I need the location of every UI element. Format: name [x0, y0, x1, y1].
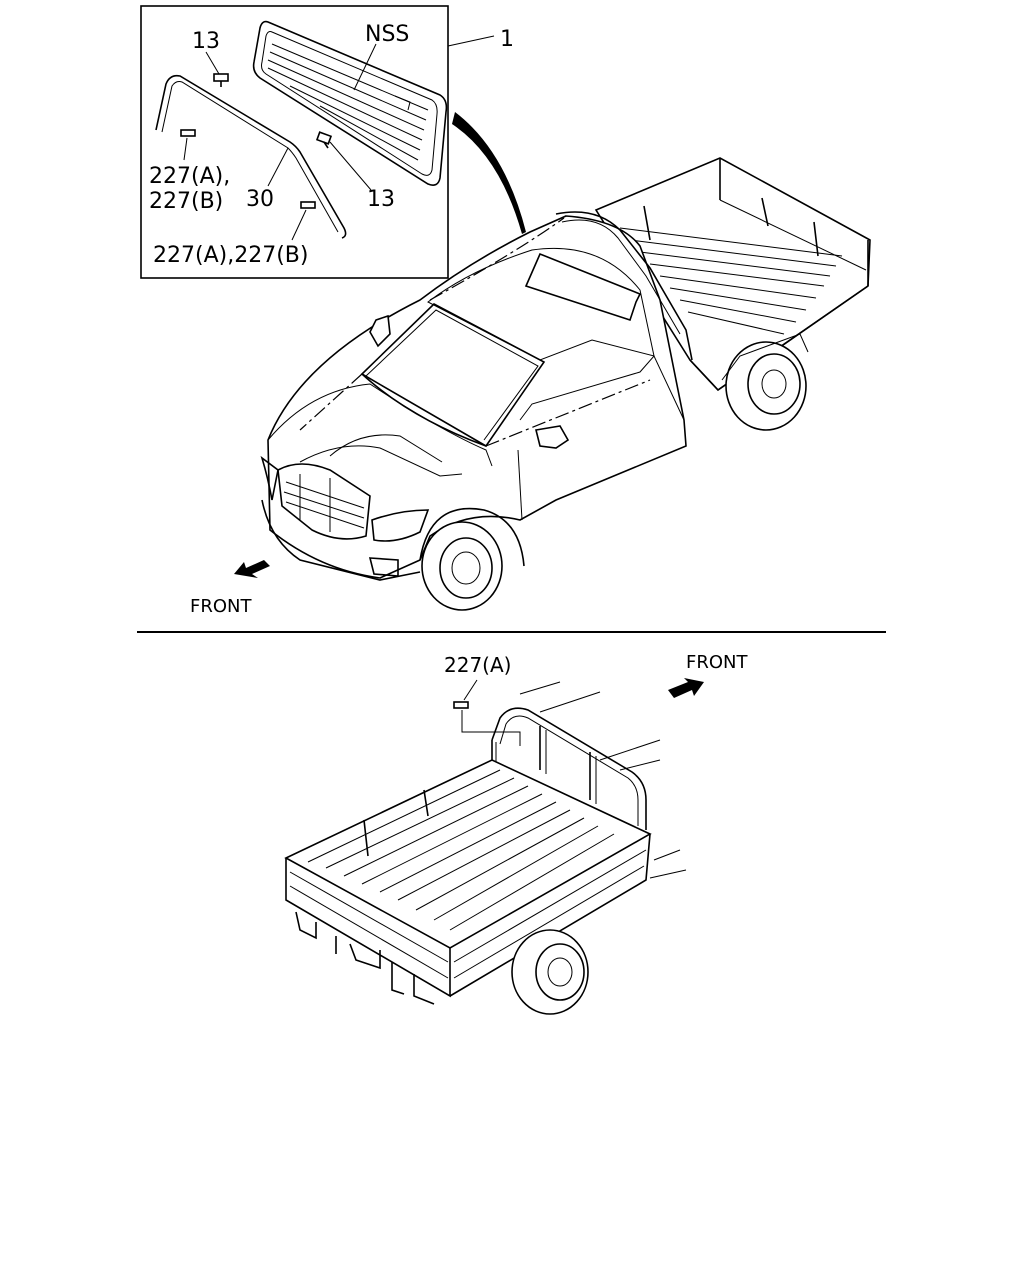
label-227ab-bottom: 227(A),227(B) [153, 243, 308, 268]
leader-part-1 [447, 35, 495, 47]
front-arrow-top: FRONT [190, 560, 270, 617]
tray-rear-wheel [511, 929, 589, 1015]
label-nss: NSS [365, 22, 409, 47]
label-front-bottom: FRONT [686, 652, 748, 673]
label-227a-lower: 227(A) [444, 653, 511, 677]
label-30: 30 [246, 187, 274, 212]
leader-lines-inset [183, 43, 377, 241]
clip-13-right [315, 131, 333, 149]
label-13-top: 13 [192, 29, 220, 54]
label-front-top: FRONT [190, 596, 252, 617]
truck-front-view [260, 157, 871, 611]
inset-detail-box: 13 NSS 13 30 227(A), 227(B) 227(A),227(B… [140, 5, 449, 279]
front-arrow-bottom: FRONT [668, 652, 748, 698]
cargo-tray-top [594, 157, 871, 392]
rear-wheel [721, 333, 809, 431]
label-part-1: 1 [500, 27, 514, 52]
clip-13-top [213, 73, 229, 87]
label-227ab-left-2: 227(B) [149, 189, 223, 214]
truck-tray-rear-view [284, 681, 687, 1015]
leader-227a-lower [461, 679, 521, 746]
weatherstrip [155, 74, 347, 239]
label-227ab-left-1: 227(A), [149, 164, 230, 189]
label-13-right: 13 [367, 187, 395, 212]
cab-body [267, 215, 687, 579]
pin-227a-lower [453, 701, 469, 709]
pin-227-bottom [300, 201, 316, 209]
pin-227-left [180, 129, 196, 137]
front-wheel [419, 507, 525, 611]
rear-window-glass [252, 20, 448, 186]
pointer-arrow [452, 112, 526, 234]
